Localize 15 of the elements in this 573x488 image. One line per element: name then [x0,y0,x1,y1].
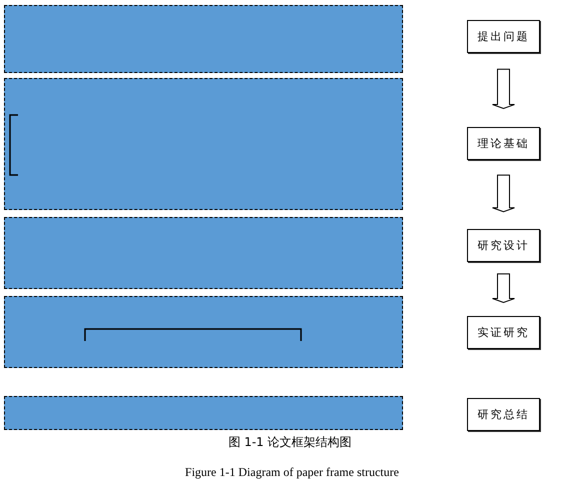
process-box: 提出问题 [467,20,540,53]
block-arrow [492,68,515,110]
band-panel [4,217,403,289]
process-box: 研究设计 [467,229,540,262]
figure-caption: 图 1-1 论文框架结构图 [228,434,352,451]
band-panel [4,78,403,210]
figure-caption: Figure 1-1 Diagram of paper frame structure [185,465,399,480]
band-panel [4,5,403,73]
process-box: 研究总结 [467,398,540,431]
band-panel [4,396,403,430]
process-box: 实证研究 [467,316,540,349]
block-arrow [492,273,515,304]
process-box: 理论基础 [467,127,540,160]
band-panel [4,296,403,368]
block-arrow [492,174,515,212]
